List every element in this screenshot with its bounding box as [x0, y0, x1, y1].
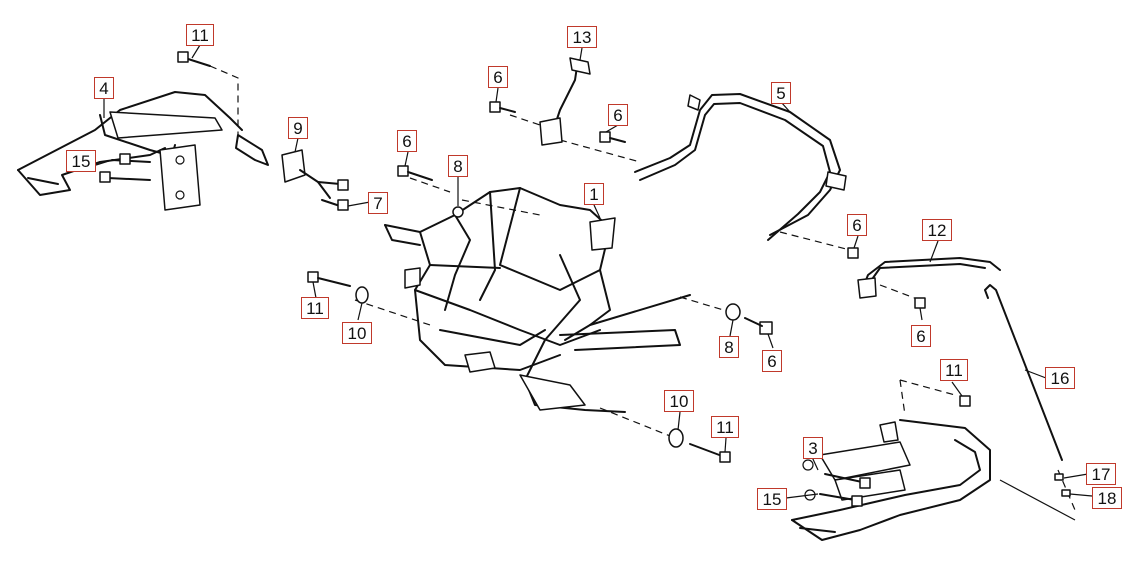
callout-6[interactable]: 6	[397, 130, 417, 152]
callout-10[interactable]: 10	[664, 390, 694, 412]
callout-6[interactable]: 6	[847, 214, 867, 236]
assembly-guides	[354, 114, 956, 437]
callout-12[interactable]: 12	[922, 219, 952, 241]
callout-11[interactable]: 11	[711, 416, 739, 438]
callout-4[interactable]: 4	[94, 77, 114, 99]
left-bracket-assembly	[17, 51, 269, 211]
bracket-12	[857, 257, 1001, 299]
bracket-13	[539, 57, 591, 146]
callout-15[interactable]: 15	[66, 150, 96, 172]
callout-7[interactable]: 7	[368, 192, 388, 214]
callout-8[interactable]: 8	[448, 155, 468, 177]
rod-16	[984, 284, 1076, 521]
callout-6[interactable]: 6	[911, 325, 931, 347]
callout-16[interactable]: 16	[1045, 367, 1075, 389]
rear-rail-5	[634, 93, 847, 241]
callout-5[interactable]: 5	[771, 82, 791, 104]
leader-lines	[95, 44, 1093, 499]
callout-11[interactable]: 11	[301, 297, 329, 319]
callout-9[interactable]: 9	[288, 117, 308, 139]
callout-1[interactable]: 1	[584, 183, 604, 205]
mount-bracket-9	[281, 149, 349, 211]
callout-11[interactable]: 11	[940, 359, 968, 381]
callout-11[interactable]: 11	[186, 24, 214, 46]
callout-18[interactable]: 18	[1092, 487, 1122, 509]
fasteners	[307, 101, 926, 463]
main-frame	[384, 187, 691, 413]
callout-17[interactable]: 17	[1086, 463, 1116, 485]
callout-10[interactable]: 10	[342, 322, 372, 344]
callout-6[interactable]: 6	[762, 350, 782, 372]
callout-13[interactable]: 13	[567, 26, 597, 48]
callout-15[interactable]: 15	[757, 488, 787, 510]
callout-8[interactable]: 8	[719, 336, 739, 358]
callout-6[interactable]: 6	[608, 104, 628, 126]
callout-3[interactable]: 3	[803, 437, 823, 459]
callout-6[interactable]: 6	[488, 66, 508, 88]
right-bracket-assembly	[791, 395, 991, 541]
